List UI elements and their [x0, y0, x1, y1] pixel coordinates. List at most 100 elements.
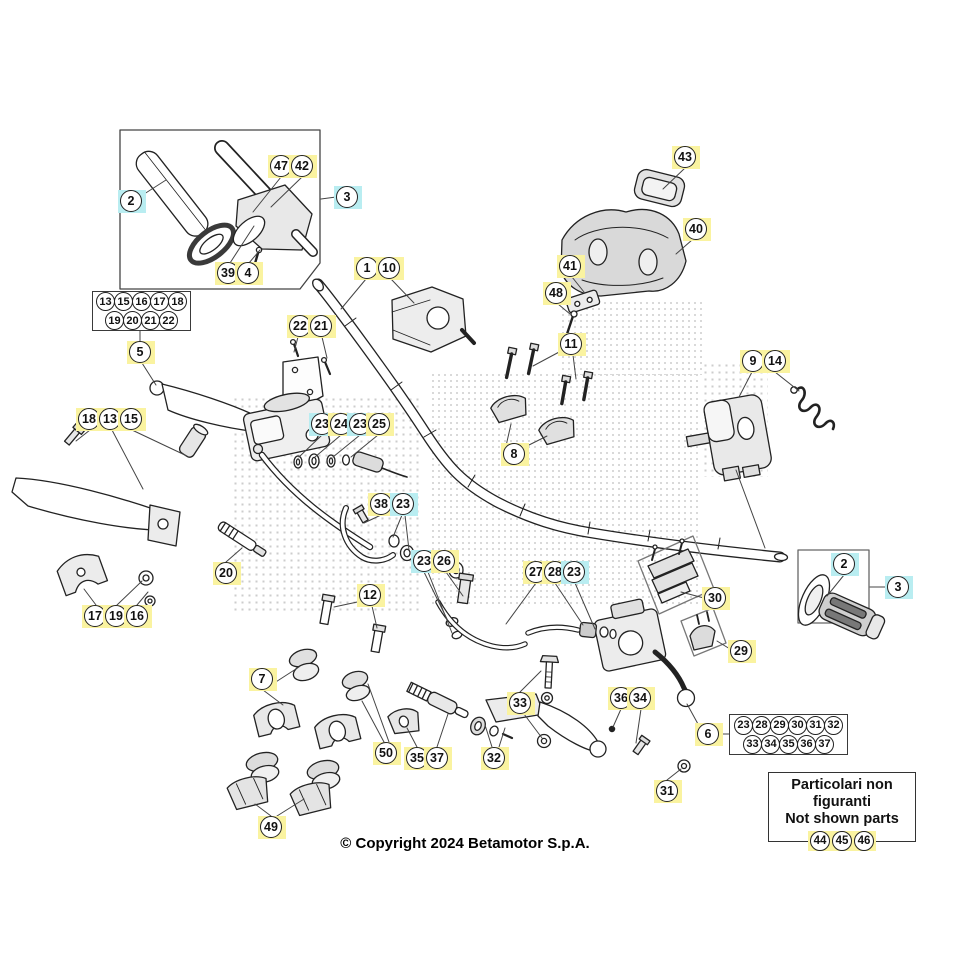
callout-11[interactable]: 11 [558, 333, 586, 356]
callout-38[interactable]: 38 [368, 493, 396, 516]
callout-2[interactable]: 2 [831, 553, 859, 576]
callout-48[interactable]: 48 [543, 282, 571, 305]
ref-number-29[interactable]: 29 [770, 715, 789, 735]
callout-20[interactable]: 20 [213, 562, 241, 585]
ref-number-20[interactable]: 20 [123, 311, 142, 330]
part-risers [226, 593, 387, 817]
callout-37[interactable]: 37 [424, 747, 452, 770]
callout-4[interactable]: 4 [235, 262, 263, 285]
callout-3[interactable]: 3 [334, 186, 362, 209]
callout-number: 23 [311, 413, 333, 435]
callout-number: 34 [629, 687, 651, 709]
callout-5[interactable]: 5 [127, 341, 155, 364]
callout-number: 48 [545, 282, 567, 304]
callout-2[interactable]: 2 [118, 190, 146, 213]
callout-25[interactable]: 25 [366, 413, 394, 436]
callout-30[interactable]: 30 [702, 587, 730, 610]
callout-50[interactable]: 50 [373, 742, 401, 765]
ref-number-15[interactable]: 15 [114, 292, 133, 311]
ref-number-28[interactable]: 28 [752, 715, 771, 735]
callout-number: 44 [810, 831, 830, 851]
callout-33[interactable]: 33 [507, 692, 535, 715]
ref-number-23[interactable]: 23 [734, 715, 753, 735]
callout-46[interactable]: 46 [852, 831, 876, 851]
callout-29[interactable]: 29 [728, 640, 756, 663]
callout-number: 29 [730, 640, 752, 662]
part-brake-master [593, 598, 696, 708]
ref-number-13[interactable]: 13 [96, 292, 115, 311]
callout-number: 28 [544, 561, 566, 583]
ref-number-33[interactable]: 33 [743, 734, 762, 754]
callout-number: 32 [483, 747, 505, 769]
part-grip-tube [135, 150, 236, 266]
part-adjuster [387, 681, 514, 740]
ref-number-19[interactable]: 19 [105, 311, 124, 330]
callout-45[interactable]: 45 [830, 831, 854, 851]
callout-12[interactable]: 12 [357, 584, 385, 607]
callout-44[interactable]: 44 [808, 831, 832, 851]
callout-7[interactable]: 7 [249, 668, 277, 691]
part-bar-pad [560, 208, 687, 297]
callout-6[interactable]: 6 [695, 723, 723, 746]
callout-34[interactable]: 34 [627, 687, 655, 710]
callout-26[interactable]: 26 [431, 550, 459, 573]
ref-number-34[interactable]: 34 [761, 734, 780, 754]
ref-number-17[interactable]: 17 [150, 292, 169, 311]
ref-number-30[interactable]: 30 [788, 715, 807, 735]
part-reservoir-plates [637, 535, 715, 615]
callout-number: 39 [217, 262, 239, 284]
callout-23[interactable]: 23 [561, 561, 589, 584]
copyright-text: © Copyright 2024 Betamotor S.p.A. [340, 835, 590, 852]
callout-number: 1 [356, 257, 378, 279]
callout-number: 42 [291, 155, 313, 177]
callout-14[interactable]: 14 [762, 350, 790, 373]
callout-31[interactable]: 31 [654, 780, 682, 803]
ref-number-18[interactable]: 18 [168, 292, 187, 311]
callout-42[interactable]: 42 [289, 155, 317, 178]
not-shown-title-it: Particolari non figuranti [791, 777, 893, 810]
ref-number-37[interactable]: 37 [815, 734, 834, 754]
callout-21[interactable]: 21 [308, 315, 336, 338]
ref-number-16[interactable]: 16 [132, 292, 151, 311]
callout-number: 20 [215, 562, 237, 584]
callout-number: 5 [129, 341, 151, 363]
callout-number: 15 [120, 408, 142, 430]
ref-number-36[interactable]: 36 [797, 734, 816, 754]
ref-number-35[interactable]: 35 [779, 734, 798, 754]
part-pad-cap [633, 168, 686, 208]
callout-number: 43 [674, 146, 696, 168]
callout-number: 37 [426, 747, 448, 769]
callout-43[interactable]: 43 [672, 146, 700, 169]
ref-number-31[interactable]: 31 [806, 715, 825, 735]
ref-number-21[interactable]: 21 [141, 311, 160, 330]
callout-32[interactable]: 32 [481, 747, 509, 770]
callout-8[interactable]: 8 [501, 443, 529, 466]
callout-number: 40 [685, 218, 707, 240]
part-lever-left [11, 422, 209, 607]
callout-49[interactable]: 49 [258, 816, 286, 839]
callout-3[interactable]: 3 [885, 576, 913, 599]
callout-40[interactable]: 40 [683, 218, 711, 241]
callout-10[interactable]: 10 [376, 257, 404, 280]
callout-number: 2 [120, 190, 142, 212]
callout-1[interactable]: 1 [354, 257, 382, 280]
callout-41[interactable]: 41 [557, 255, 585, 278]
part-bolt-33 [536, 655, 560, 749]
callout-9[interactable]: 9 [740, 350, 768, 373]
callout-number: 38 [370, 493, 392, 515]
ref-number-22[interactable]: 22 [159, 311, 178, 330]
ref-number-32[interactable]: 32 [824, 715, 843, 735]
not-shown-parts-box: Particolari non figuranti Not shown part… [768, 772, 916, 851]
callout-23[interactable]: 23 [390, 493, 418, 516]
callout-16[interactable]: 16 [124, 605, 152, 628]
callout-15[interactable]: 15 [118, 408, 146, 431]
callout-number: 25 [368, 413, 390, 435]
callout-number: 17 [84, 605, 106, 627]
